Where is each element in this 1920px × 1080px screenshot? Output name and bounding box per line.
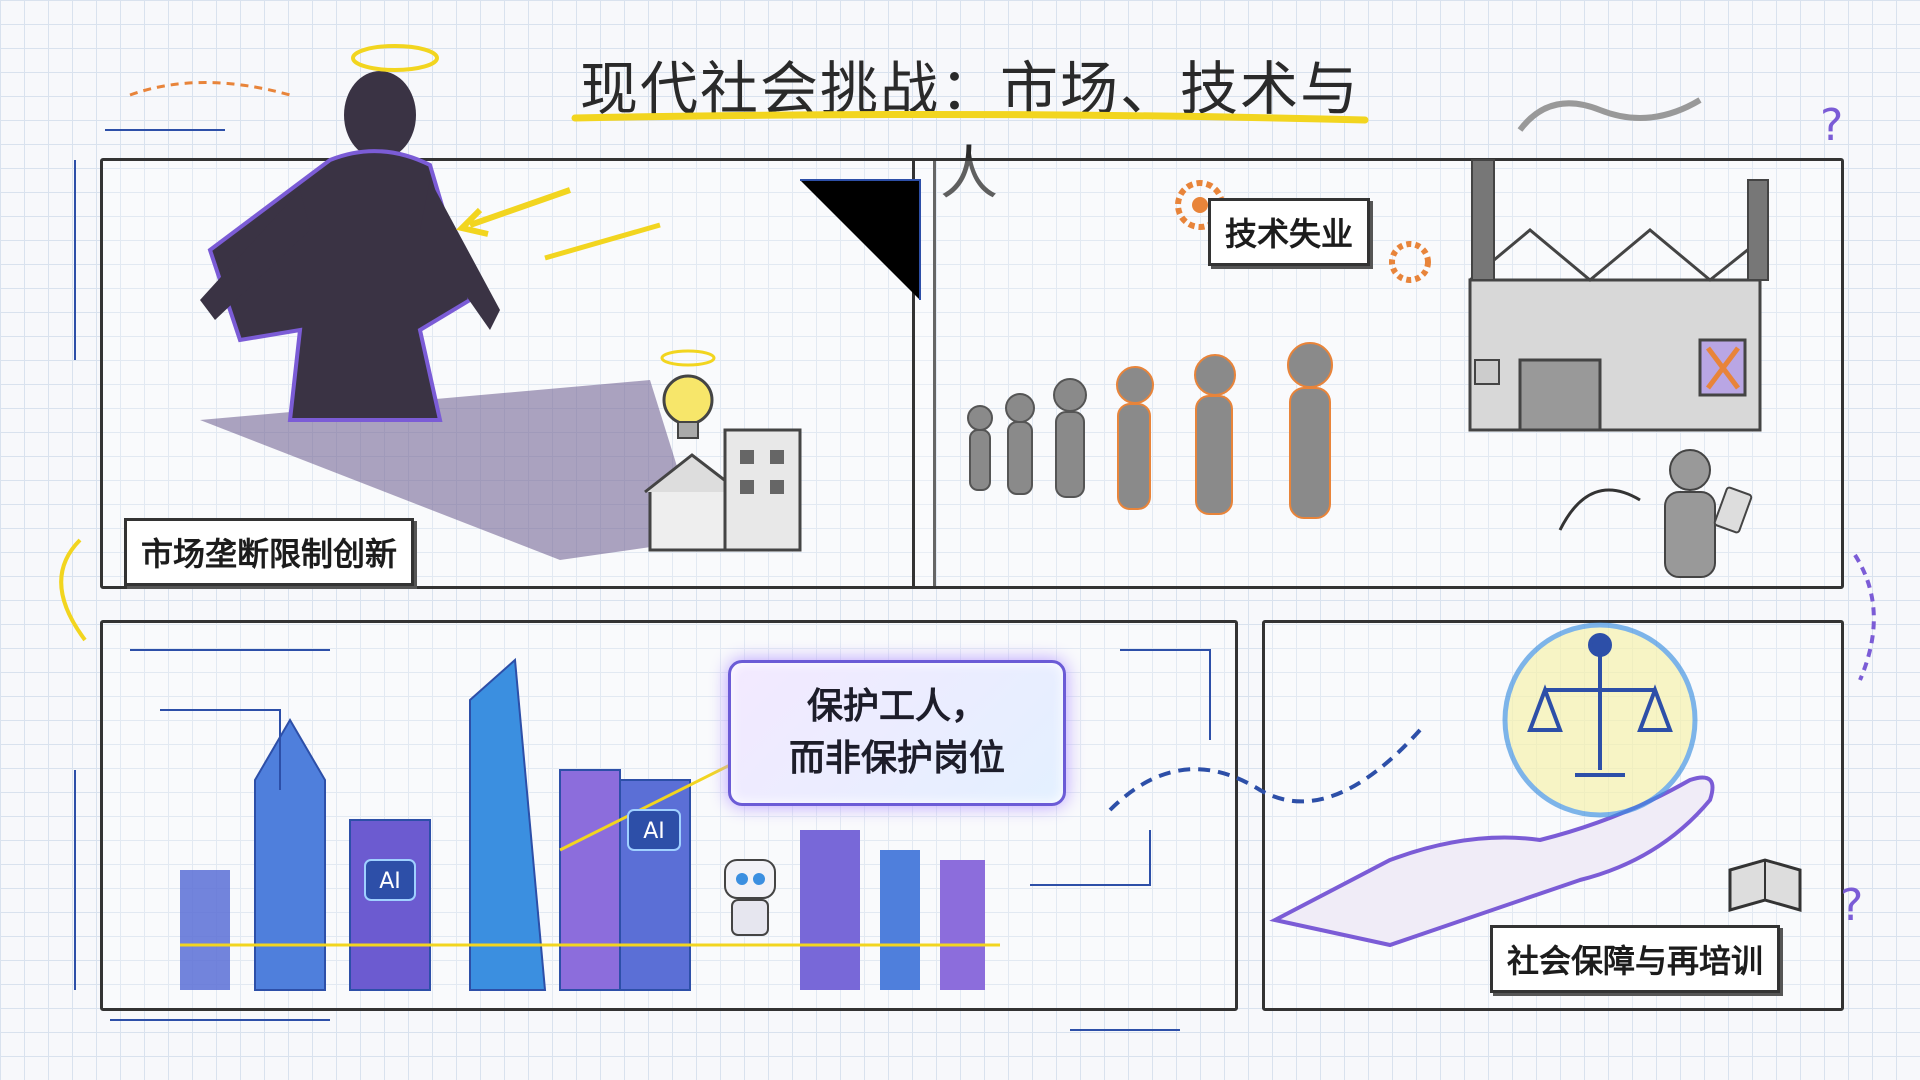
callout-line-1: 保护工人， [806, 686, 987, 727]
label-social-security: 社会保障与再培训 [1490, 925, 1781, 993]
abandoned-factory [1468, 97, 1769, 432]
motion-arrows [129, 81, 661, 261]
book-icon [1728, 858, 1802, 912]
lightbulb-icon [660, 349, 716, 439]
halo-icon [351, 44, 439, 72]
transition-arrow [1558, 488, 1641, 531]
question-mark-icon: ? ? [1820, 100, 1863, 931]
svg-text:AI: AI [379, 869, 401, 894]
flow-arrow-left [59, 538, 87, 642]
title-underline [571, 110, 1369, 124]
ai-skyline [180, 657, 1000, 991]
small-town [644, 428, 802, 552]
callout-protect-workers: 保护工人， 而非保护岗位 [728, 660, 1066, 806]
svg-text:AI: AI [643, 819, 665, 844]
walking-workers [967, 342, 1333, 519]
label-market-monopoly: 市场垄断限制创新 [124, 518, 415, 586]
robot-icon [724, 859, 776, 936]
svg-text:?: ? [1840, 880, 1863, 931]
callout-line-2: 而非保护岗位 [788, 738, 1005, 779]
label-technological-unemployment: 技术失业 [1208, 198, 1371, 266]
dimension-marks [74, 129, 921, 360]
flow-arrow-right [1853, 553, 1876, 681]
protective-hand [1269, 775, 1715, 948]
ai-badges: AI AI [364, 809, 681, 901]
blueprint-marks [74, 649, 1211, 1031]
scales-icon [1527, 633, 1673, 777]
retraining-worker [1664, 449, 1716, 578]
dashed-connector-arrow [1108, 728, 1422, 812]
giant-shadow-figure [200, 71, 700, 560]
tablet-icon [1713, 486, 1753, 534]
svg-text:?: ? [1820, 100, 1843, 151]
